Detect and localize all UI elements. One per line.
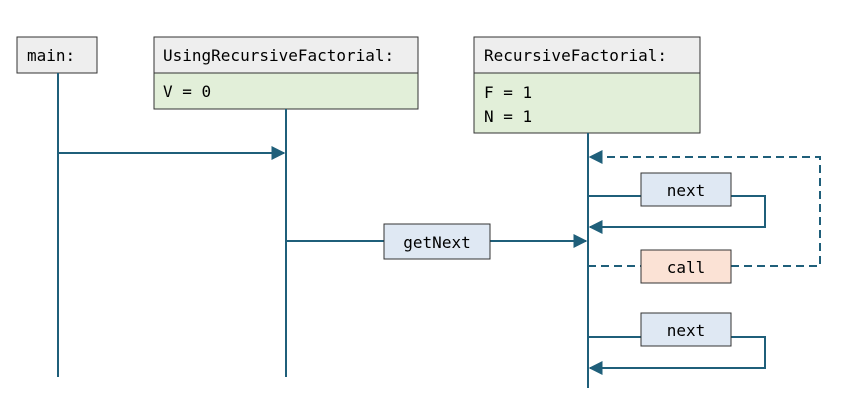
get-next-label: getNext	[403, 233, 470, 252]
lifeline-using-header	[153, 36, 419, 74]
lifeline-recursive-attributes-box	[473, 72, 701, 134]
next-1-label-box	[640, 172, 732, 207]
lifeline-recursive-title: RecursiveFactorial:	[484, 46, 667, 65]
lifeline-using-title: UsingRecursiveFactorial:	[163, 46, 394, 65]
message-next-2: next	[588, 312, 766, 375]
get-next-label-box	[383, 223, 491, 260]
attribute-f: F = 1	[484, 83, 532, 102]
next-2-label-box	[640, 312, 732, 347]
call-label-box	[640, 249, 732, 284]
lifeline-recursive-factorial: RecursiveFactorial: F = 1 N = 1	[473, 36, 701, 388]
message-get-next: getNext	[286, 223, 588, 260]
call-dashed-loop	[588, 150, 821, 267]
next-2-label: next	[667, 321, 706, 340]
message-call: call	[588, 150, 821, 284]
lifeline-main-title: main:	[27, 46, 75, 65]
lifeline-main: main:	[16, 36, 98, 377]
call-label: call	[667, 258, 706, 277]
attribute-v: V = 0	[163, 82, 211, 101]
message-next-1: next	[588, 172, 766, 234]
lifeline-main-header	[16, 36, 98, 74]
lifeline-using-recursive-factorial: UsingRecursiveFactorial: V = 0	[153, 36, 419, 377]
lifeline-recursive-header	[473, 36, 701, 74]
attribute-n: N = 1	[484, 107, 532, 126]
next-1-label: next	[667, 181, 706, 200]
